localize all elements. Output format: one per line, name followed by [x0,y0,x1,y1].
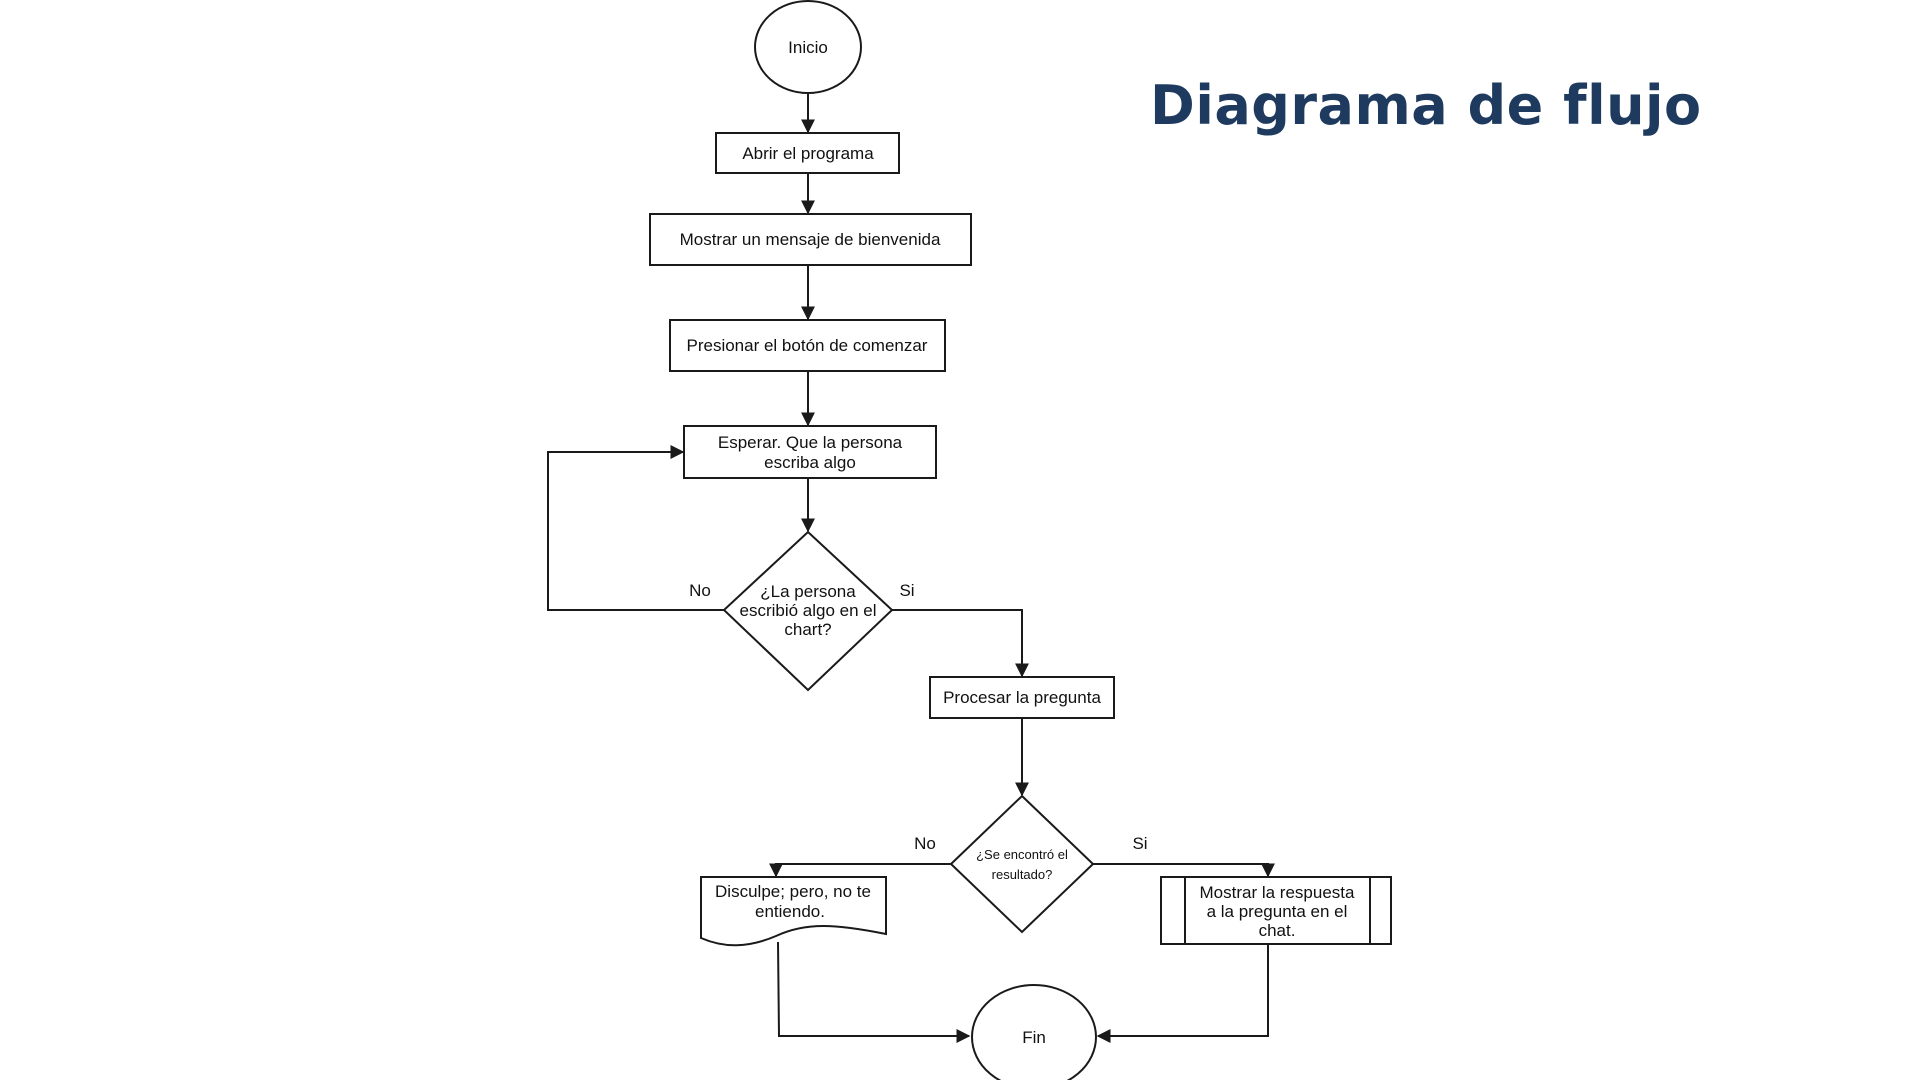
edge-disculpe-fin [777,941,971,1043]
edge-label-si-1: Si [899,581,914,600]
node-decision-escribio-label-1: ¿La persona [760,582,856,601]
edge-decision2-si-respuesta [1093,863,1275,878]
node-presionar: Presionar el botón de comenzar [669,319,946,372]
node-mensaje-label: Mostrar un mensaje de bienvenida [680,230,941,249]
node-decision-escribio-label-3: chart? [784,620,831,639]
node-decision-escribio: ¿La persona escribió algo en el chart? [722,530,894,692]
node-decision-encontro-label-2: resultado? [992,867,1053,882]
node-disculpe: Disculpe; pero, no te entiendo. [700,876,887,947]
edge-label-no-1: No [689,581,711,600]
node-respuesta: Mostrar la respuesta a la pregunta en el… [1160,876,1392,945]
node-respuesta-label-2: a la pregunta en el [1207,902,1348,921]
edge-respuesta-fin [1096,944,1269,1043]
node-decision-encontro: ¿Se encontró el resultado? [949,794,1095,934]
node-procesar-label: Procesar la pregunta [943,688,1101,707]
node-fin-label: Fin [1022,1028,1046,1047]
node-fin: Fin [971,984,1097,1080]
slide-title: Diagrama de flujo [1150,74,1702,137]
node-respuesta-label-1: Mostrar la respuesta [1200,883,1355,902]
node-abrir-label: Abrir el programa [742,144,874,163]
edge-label-no-2: No [914,834,936,853]
node-inicio-label: Inicio [788,38,828,57]
edge-decision-no-loop [547,445,724,611]
node-decision-encontro-label-1: ¿Se encontró el [976,847,1068,862]
node-disculpe-label-1: Disculpe; pero, no te [715,882,871,901]
node-esperar-label-1: Esperar. Que la persona [718,433,903,452]
node-abrir: Abrir el programa [715,132,900,174]
node-respuesta-label-3: chat. [1259,921,1296,940]
flow-edges [547,94,1275,1043]
node-inicio: Inicio [754,0,862,94]
node-esperar: Esperar. Que la persona escriba algo [683,425,937,479]
edge-label-si-2: Si [1132,834,1147,853]
edge-decision-si-procesar [892,609,1029,678]
node-presionar-label: Presionar el botón de comenzar [687,336,928,355]
node-decision-escribio-label-2: escribió algo en el [739,601,876,620]
node-mensaje: Mostrar un mensaje de bienvenida [649,213,972,266]
edge-decision2-no-disculpe [769,863,951,878]
node-esperar-label-2: escriba algo [764,453,856,472]
node-disculpe-label-2: entiendo. [755,902,825,921]
node-procesar: Procesar la pregunta [929,676,1115,719]
